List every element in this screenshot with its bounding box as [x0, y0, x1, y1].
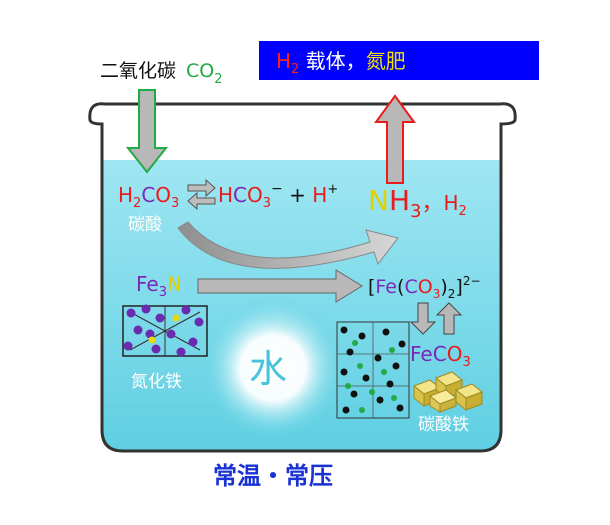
equilibrium-arrows — [187, 178, 216, 211]
curved-arrow — [177, 221, 399, 269]
feco3-label: 碳酸铁 — [418, 415, 469, 435]
carbonic-acid-label: 碳酸 — [128, 215, 162, 235]
down-arrow — [409, 302, 437, 335]
banner-text: H2 载体，氮肥 — [276, 49, 406, 77]
feco3-crystals — [413, 371, 483, 413]
beaker-outline — [88, 102, 517, 453]
h2co3-formula: H2CO3 — [118, 183, 179, 211]
feco3-formula: FeCO3 — [410, 342, 471, 370]
fe3n-formula: Fe3N — [136, 272, 182, 300]
fe3n-crystal-structure — [122, 304, 208, 357]
output-banner — [259, 41, 539, 80]
fe3n-label: 氮化铁 — [131, 372, 182, 392]
hco3-formula: HCO3− + H+ — [218, 181, 338, 211]
up-arrow — [435, 302, 463, 335]
products-formula: NH3，H2 — [368, 184, 467, 222]
complex-crystal-structure — [336, 321, 410, 419]
water-glow — [201, 296, 345, 440]
co2-input-arrow — [125, 89, 169, 174]
output-up-arrow — [374, 94, 416, 184]
iron-carbonate-complex: [Fe(CO3)2]2− — [368, 274, 481, 301]
conditions-label: 常温・常压 — [213, 462, 333, 490]
water-label: 水 — [249, 347, 287, 391]
complex-formation-arrow — [197, 269, 363, 303]
